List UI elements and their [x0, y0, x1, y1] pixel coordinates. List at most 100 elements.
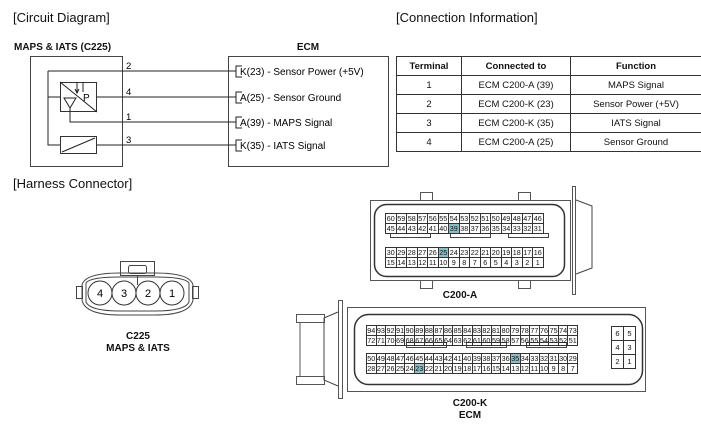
connector-pin: 45 [385, 223, 397, 234]
connector-pin: 55 [529, 335, 540, 346]
connector-pin: 15 [490, 363, 502, 374]
connector-pin: 46 [404, 353, 415, 364]
connector-pin: 3 [511, 257, 523, 268]
connector-pin: 54 [448, 213, 460, 224]
connector-pin: 35 [490, 223, 502, 234]
connector-pin: 57 [509, 335, 521, 346]
connector-pin: 30 [385, 247, 397, 258]
connector-pin: 59 [490, 335, 502, 346]
connector-pin: 83 [471, 325, 483, 336]
connector-pin: 73 [567, 325, 579, 336]
connector-pin: 68 [404, 335, 415, 346]
ecm-pin-label: A(25) - Sensor Ground [240, 93, 341, 104]
connector-pin: 41 [427, 223, 439, 234]
connector-pin: 64 [442, 335, 454, 346]
connector-pin: 13 [509, 363, 521, 374]
connector-pin: 11 [427, 257, 439, 268]
connector-pin: 94 [366, 325, 377, 336]
connector-pin: 77 [529, 325, 540, 336]
connector-pin: 5 [623, 326, 636, 341]
connector-pin: 53 [548, 335, 559, 346]
connector-pin: 6 [479, 257, 491, 268]
connector-pin: 2 [611, 354, 624, 369]
connector-pin: 49 [500, 213, 512, 224]
connector-pin: 4 [611, 340, 624, 355]
connector-pin: 50 [366, 353, 377, 364]
terminal-number: 3 [126, 135, 131, 146]
harness-connector-title: [Harness Connector] [13, 176, 133, 191]
connector-pin: 52 [469, 213, 481, 224]
terminal-number: 4 [126, 87, 131, 98]
connector-pin: 74 [557, 325, 569, 336]
connector-pin: 24 [404, 363, 415, 374]
terminal-cell: 2 [396, 94, 462, 114]
connector-pin: 87 [433, 325, 444, 336]
connector-pin: 45 [413, 353, 425, 364]
connector-pin: 39 [448, 223, 460, 234]
connector-pin: 18 [461, 363, 473, 374]
connector-pin: 23 [413, 363, 425, 374]
connector-pin: 59 [395, 213, 407, 224]
internal-bus-wire [47, 71, 60, 146]
terminal-cell: 4 [396, 132, 462, 152]
connector-pin: 67 [413, 335, 425, 346]
connector-pin: 58 [406, 213, 418, 224]
connector-pin: 12 [519, 363, 531, 374]
c200k-label: C200-K [452, 398, 488, 409]
connector-pin: 85 [452, 325, 463, 336]
function-cell: IATS Signal [570, 113, 701, 133]
temperature-sensor-icon [60, 136, 97, 154]
connector-pin: 6 [611, 326, 624, 341]
connector-pin: 16 [532, 247, 544, 258]
connector-pin: 21 [433, 363, 444, 374]
connector-pin: 39 [471, 353, 483, 364]
connector-pin: 82 [481, 325, 492, 336]
table-header-row: Terminal Connected to Function [396, 56, 701, 76]
function-cell: MAPS Signal [570, 75, 701, 95]
connector-pin: 1 [623, 354, 636, 369]
circuit-diagram-title: [Circuit Diagram] [13, 10, 110, 25]
connector-pin: 40 [461, 353, 473, 364]
connector-pin: 20 [490, 247, 502, 258]
connector-pin: 51 [479, 213, 491, 224]
connector-pin: 35 [509, 353, 521, 364]
connector-pin: 36 [479, 223, 491, 234]
connector-pin: 79 [509, 325, 521, 336]
connector-pin: 60 [481, 335, 492, 346]
terminal-number: 2 [126, 61, 131, 72]
connected-to-cell: ECM C200-K (23) [461, 94, 571, 114]
ecm-pin-label: K(23) - Sensor Power (+5V) [240, 67, 364, 78]
ecm-pin-label: A(39) - MAPS Signal [240, 118, 332, 129]
connector-pin: 36 [500, 353, 511, 364]
connected-to-cell: ECM C200-K (35) [461, 113, 571, 133]
connected-to-cell: ECM C200-A (25) [461, 132, 571, 152]
connector-pin: 12 [416, 257, 428, 268]
connector-pin: 55 [437, 213, 449, 224]
connector-pin: 61 [471, 335, 483, 346]
connector-pin: 19 [452, 363, 463, 374]
connector-pin: 84 [461, 325, 473, 336]
c225-connector-drawing: 4 3 2 1 [76, 261, 199, 316]
connector-pin: 37 [469, 223, 481, 234]
ecm-title: ECM [296, 42, 320, 53]
connector-pin: 22 [469, 247, 481, 258]
connector-pin: 37 [490, 353, 502, 364]
connector-pin: 89 [413, 325, 425, 336]
connector-pin: 2 [521, 257, 533, 268]
connector-pin: 4 [500, 257, 512, 268]
connector-pin: 75 [548, 325, 559, 336]
connector-pin: 29 [567, 353, 579, 364]
connector-pin: 27 [375, 363, 387, 374]
